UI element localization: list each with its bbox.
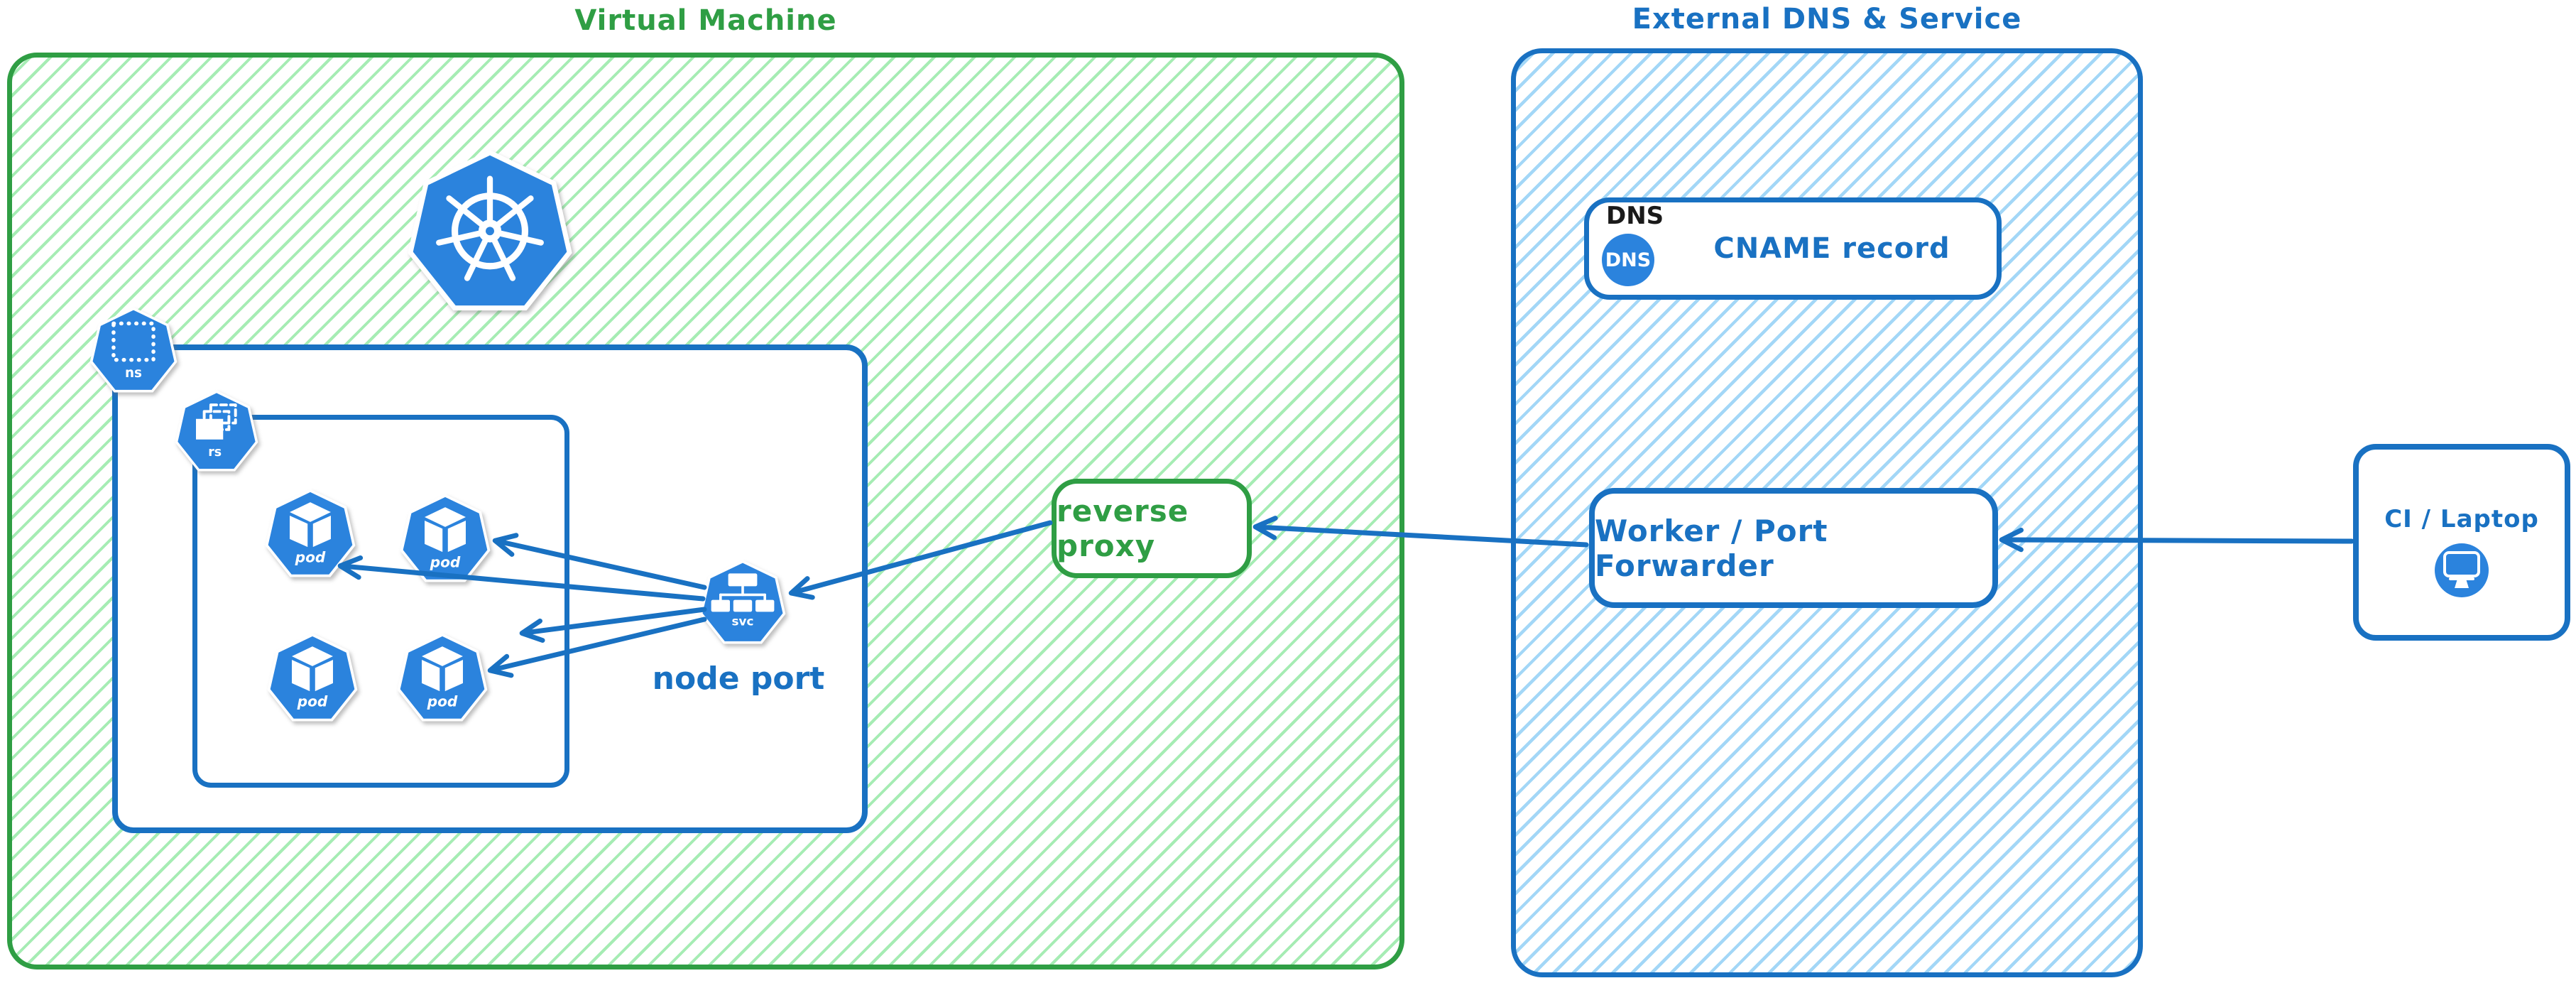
replicaset-icon-label: rs xyxy=(208,445,222,460)
desktop-monitor-icon xyxy=(2435,543,2489,597)
ci-laptop-label: CI / Laptop xyxy=(2384,505,2539,533)
pod-icon: pod xyxy=(267,633,358,722)
pod-icon: pod xyxy=(265,489,356,577)
replicaset-box xyxy=(192,415,569,788)
pod-icon-label: pod xyxy=(430,554,461,571)
service-icon: svc xyxy=(699,560,786,644)
kubernetes-logo-icon xyxy=(408,150,572,311)
worker-port-forwarder-box: Worker / Port Forwarder xyxy=(1589,488,1998,608)
worker-port-forwarder-label: Worker / Port Forwarder xyxy=(1595,513,1828,583)
reverse-proxy-label: reverse proxy xyxy=(1057,494,1189,563)
vm-group-title: Virtual Machine xyxy=(574,4,837,37)
node-port-caption: node port xyxy=(652,660,825,697)
ci-laptop-box: CI / Laptop xyxy=(2353,444,2570,641)
pod-icon-label: pod xyxy=(297,693,328,710)
external-group-title: External DNS & Service xyxy=(1632,3,2022,36)
namespace-icon-label: ns xyxy=(125,366,142,381)
namespace-icon: ns xyxy=(89,307,178,393)
dns-card xyxy=(1584,197,2002,300)
pod-icon: pod xyxy=(397,633,488,722)
replicaset-icon: rs xyxy=(175,390,258,472)
dns-tag-label: DNS xyxy=(1606,202,1664,230)
service-icon-label: svc xyxy=(732,614,754,629)
dns-badge-icon: DNS xyxy=(1602,234,1654,286)
reverse-proxy-box: reverse proxy xyxy=(1052,479,1252,578)
pod-icon-label: pod xyxy=(427,693,458,710)
cname-record-label: CNAME record xyxy=(1713,232,1950,265)
pod-icon: pod xyxy=(400,494,491,582)
pod-icon-label: pod xyxy=(295,549,326,566)
